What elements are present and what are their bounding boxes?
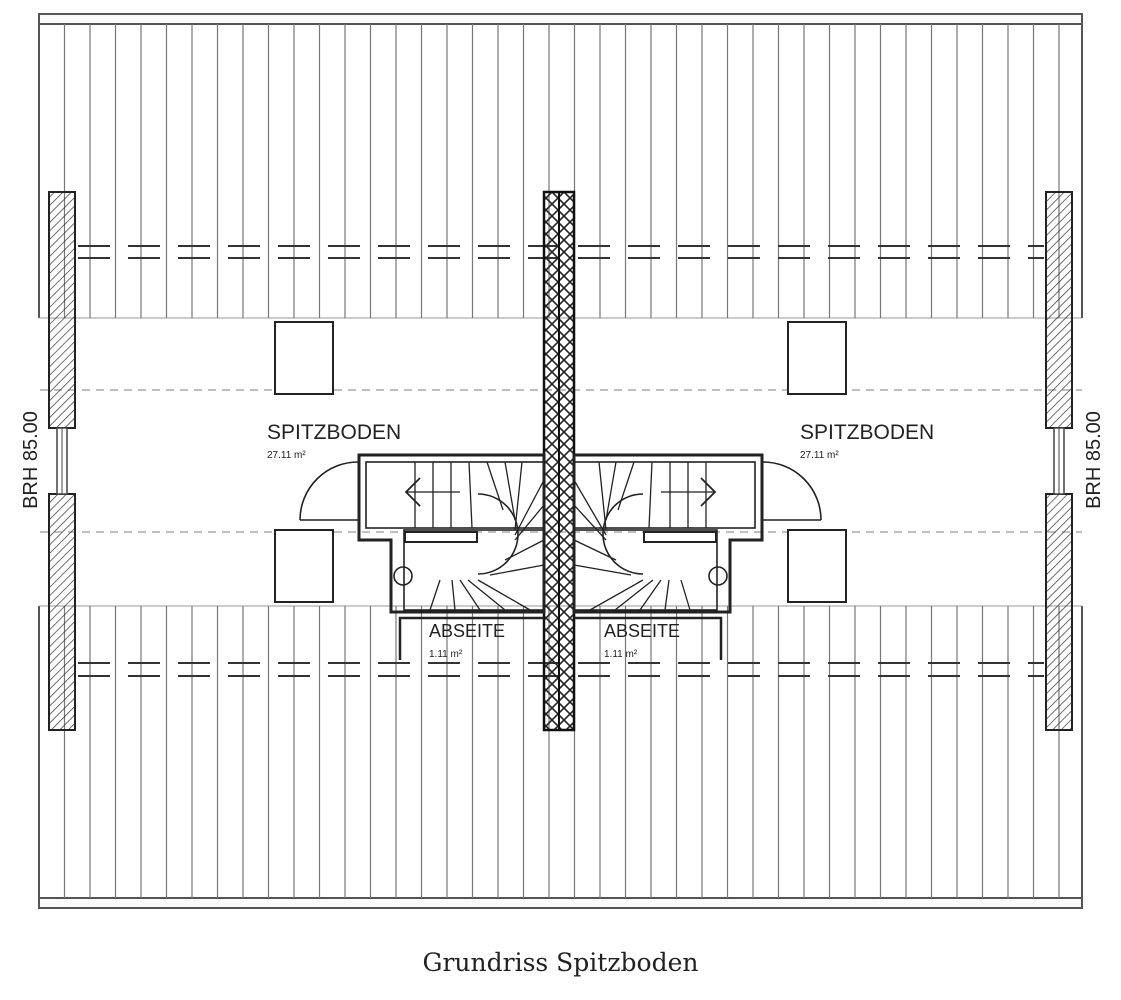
skylights [274, 321, 847, 603]
party-wall [542, 190, 576, 732]
knee-wall-lines [78, 245, 1044, 677]
dimension-label-left: BRH 85.00 [20, 411, 42, 509]
abseite-label-left: ABSEITE [429, 621, 505, 641]
skylight-bottom-left [274, 529, 334, 603]
abseite-area-left: 1.11 m² [429, 649, 463, 660]
right-staircase [572, 453, 822, 614]
skylight-top-left [274, 321, 334, 395]
room-area-left: 27.11 m² [267, 450, 306, 461]
abseite-area-right: 1.11 m² [604, 649, 638, 660]
left-gable-wall [48, 191, 76, 731]
dimension-label-right: BRH 85.00 [1083, 411, 1105, 509]
abseite-rooms [398, 616, 723, 660]
roof-outline [38, 13, 1083, 909]
left-staircase [299, 453, 546, 614]
abseite-label-right: ABSEITE [604, 621, 680, 641]
room-area-right: 27.11 m² [800, 450, 839, 461]
figure-caption: Grundriss Spitzboden [422, 948, 699, 977]
floor-plan: SPITZBODEN 27.11 m² SPITZBODEN 27.11 m² … [20, 13, 1105, 909]
room-label-left: SPITZBODEN [267, 421, 401, 444]
roof-rafters [63, 24, 1060, 898]
room-label-right: SPITZBODEN [800, 421, 934, 444]
skylight-bottom-right [787, 529, 847, 603]
right-gable-wall [1045, 191, 1073, 731]
skylight-top-right [787, 321, 847, 395]
